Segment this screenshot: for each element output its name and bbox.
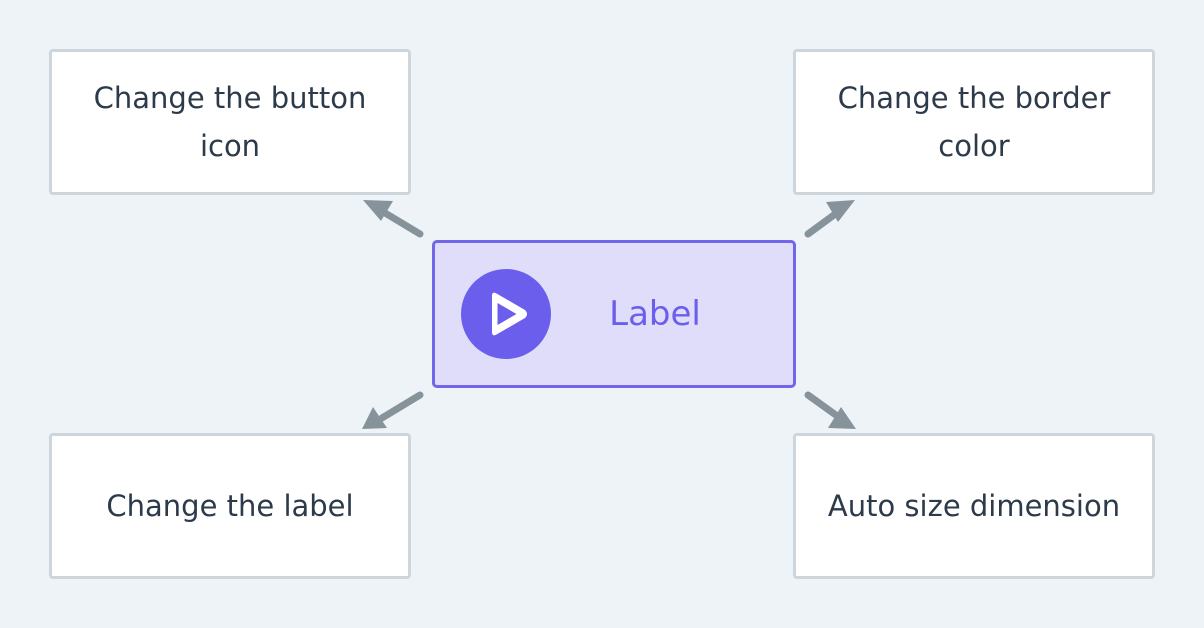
- change-border-color-box: Change the border color: [793, 49, 1155, 195]
- arrow-to-top-left: [376, 206, 424, 238]
- arrow-to-top-right: [804, 208, 842, 238]
- auto-size-box: Auto size dimension: [793, 433, 1155, 579]
- arrow-to-bottom-right: [804, 391, 844, 422]
- change-label-text: Change the label: [106, 489, 354, 523]
- change-border-color-text: Change the border color: [837, 81, 1111, 163]
- arrowhead-top-right: [826, 200, 855, 222]
- arrow-to-bottom-left: [378, 391, 424, 422]
- change-label-box: Change the label: [49, 433, 411, 579]
- sample-icon-button[interactable]: Label: [432, 240, 796, 388]
- change-icon-box: Change the button icon: [49, 49, 411, 195]
- arrowhead-top-left: [363, 200, 393, 221]
- arrowhead-bottom-left: [362, 407, 387, 429]
- change-icon-text: Change the button icon: [93, 81, 367, 163]
- button-label: Label: [609, 294, 701, 334]
- arrowhead-bottom-right: [828, 407, 856, 429]
- play-icon: [461, 269, 551, 359]
- auto-size-text: Auto size dimension: [827, 489, 1121, 523]
